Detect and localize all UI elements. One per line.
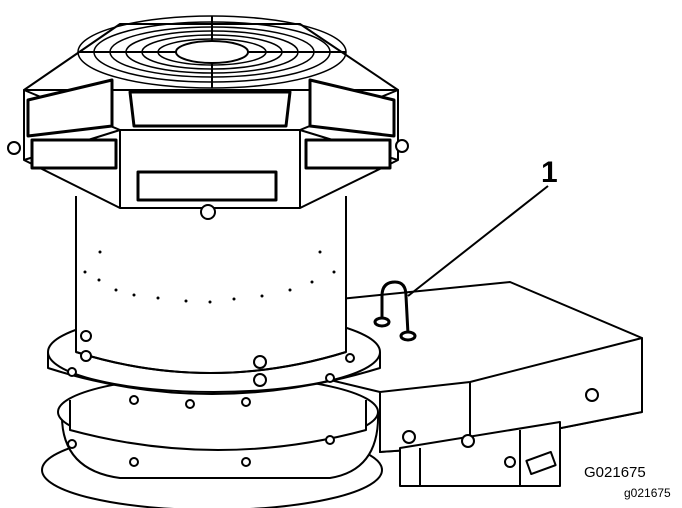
u-bolt — [373, 280, 417, 342]
fan-shroud — [7, 15, 409, 220]
callout-number: 1 — [541, 156, 558, 189]
base-housing — [329, 281, 643, 487]
callout-leader — [407, 185, 549, 297]
figure-id: g021675 — [624, 486, 671, 500]
figure-code: G021675 — [584, 464, 646, 481]
cylinder — [75, 196, 347, 387]
